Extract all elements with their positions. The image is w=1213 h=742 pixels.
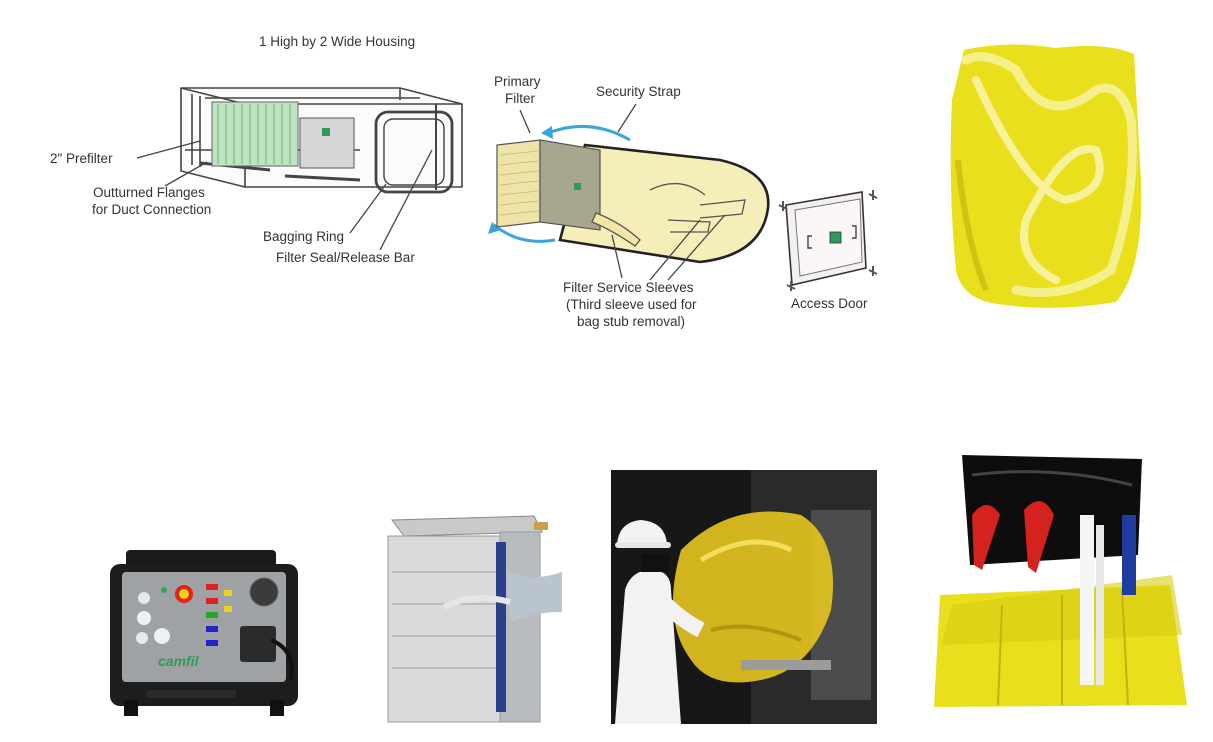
- housing-title: 1 High by 2 Wide Housing: [259, 34, 416, 49]
- prefilter-label: 2" Prefilter: [50, 151, 113, 166]
- sleeves-label-line2: (Third sleeve used for: [566, 297, 697, 312]
- flanges-label-line1: Outturned Flanges: [93, 185, 205, 200]
- primary-filter-label-line2: Filter: [505, 91, 535, 106]
- access-door-label: Access Door: [791, 296, 868, 311]
- bagging-ring-label: Bagging Ring: [263, 229, 345, 244]
- filter-seal-label: Filter Seal/Release Bar: [276, 250, 415, 265]
- glovebox-photo: [384, 512, 564, 724]
- prefilter-panel: [211, 101, 355, 169]
- control-case-photo: camfil: [106, 550, 302, 720]
- security-strap-label: Security Strap: [596, 84, 681, 99]
- case-logo: camfil: [158, 653, 200, 669]
- worker-bag-photo: [611, 470, 877, 724]
- flanges-label-line2: for Duct Connection: [92, 202, 212, 217]
- sleeves-label-line1: Filter Service Sleeves: [563, 280, 694, 295]
- yellow-bag-photo: [946, 40, 1146, 312]
- hardhat: [617, 520, 667, 544]
- tools-photo: [932, 455, 1190, 713]
- primary-filter-label-line1: Primary: [494, 74, 541, 89]
- access-door-drawing: [778, 190, 878, 291]
- sleeves-label-line3: bag stub removal): [577, 314, 686, 329]
